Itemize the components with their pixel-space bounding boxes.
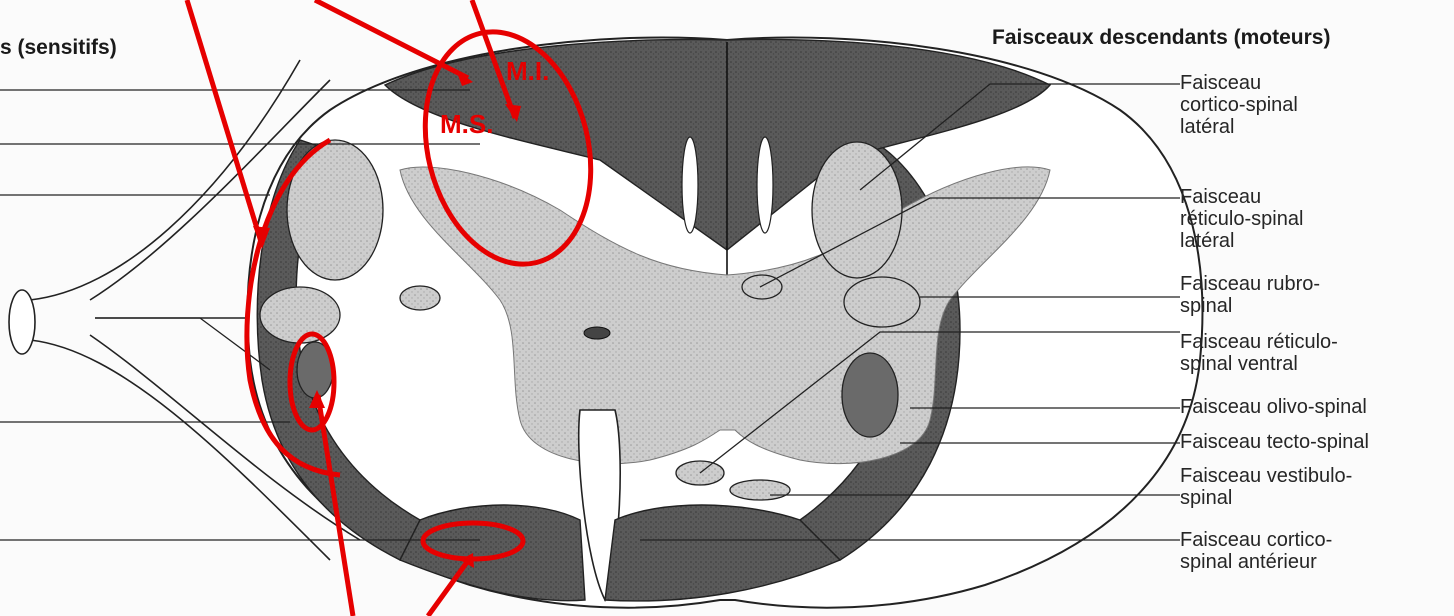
left-anterior-tract [400,505,585,601]
mi-annotation: M.I. [506,56,549,86]
label-rubro-spinal: Faisceau rubro-spinal [1180,273,1320,317]
central-canal [584,327,610,339]
label-olivo-spinal: Faisceau olivo-spinal [1180,396,1367,418]
ms-annotation: M.S. [440,109,493,139]
label-vestibulo-spinal: Faisceau vestibulo-spinal [1180,465,1352,509]
label-reticulo-spinal-ventral: Faisceau réticulo-spinal ventral [1180,331,1338,375]
label-cortico-spinal-anterior: Faisceau cortico-spinal antérieur [1180,529,1332,573]
ascending-heading: s (sensitifs) [0,36,117,60]
label-tecto-spinal: Faisceau tecto-spinal [1180,431,1369,453]
descending-heading: Faisceaux descendants (moteurs) [992,26,1330,50]
